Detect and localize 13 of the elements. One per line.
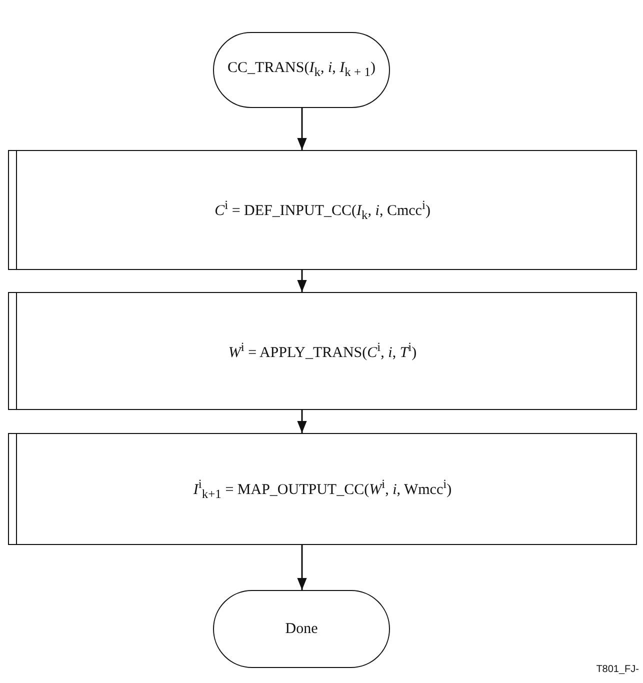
- step-text: Done: [285, 620, 318, 638]
- arrow: [297, 545, 307, 590]
- subroutine-box: [8, 150, 637, 270]
- step-text: I$^{i}$$_{k+1}$ = MAP_OUTPUT_CC(W$^{i}$, i, Wmcc$^{i}$): [193, 476, 452, 502]
- arrow: [297, 410, 307, 433]
- step-text: C$^{i}$ = DEF_INPUT_CC(I$_{k}$, i, Cmcc$^{i}$): [214, 198, 430, 222]
- figure-code: T801_FJ-: [596, 664, 639, 675]
- step-text: W$^{i}$ = APPLY_TRANS(C$^{i}$, i, T$^{i}$): [228, 340, 417, 362]
- step-text: CC_TRANS(I$_{k}$, i, I$_{k + 1}$): [228, 60, 376, 80]
- arrow: [297, 108, 307, 150]
- subroutine-box: [8, 433, 637, 545]
- arrow: [297, 270, 307, 292]
- subroutine-box: [8, 292, 637, 410]
